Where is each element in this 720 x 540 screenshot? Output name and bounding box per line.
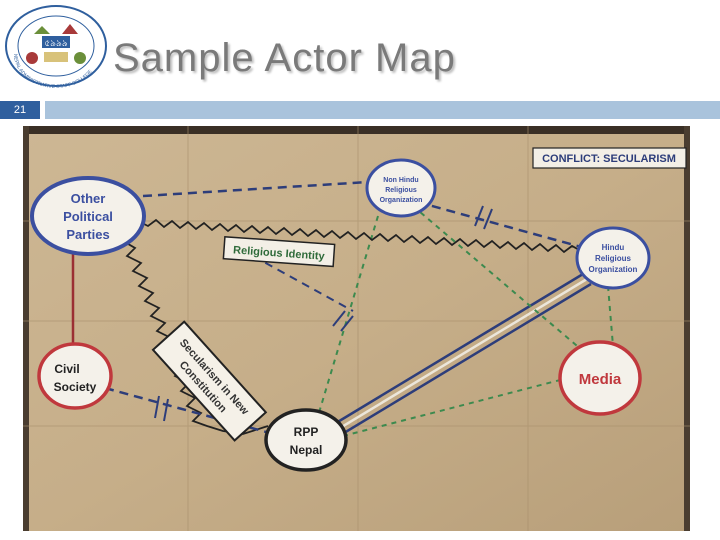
svg-text:Hindu: Hindu: [602, 243, 625, 252]
line-nonhindu-rpp: [317, 215, 379, 417]
node-hindu-religious-organization: Hindu Religious Organization: [575, 226, 651, 290]
conflict-label: CONFLICT: SECULARISM: [532, 147, 687, 169]
svg-text:RPP: RPP: [294, 425, 319, 439]
svg-text:Organization: Organization: [589, 265, 638, 274]
college-logo: NEPAL ADMINISTRATIVE STAFF COLLEGE ৫৯৯৯: [5, 5, 107, 88]
svg-text:Organization: Organization: [380, 197, 423, 204]
svg-text:Political: Political: [63, 209, 113, 224]
actor-map-photo: CONFLICT: SECULARISM Religious Identity …: [23, 126, 690, 531]
svg-text:Nepal: Nepal: [290, 443, 323, 457]
slide-number-box: 21: [0, 101, 40, 119]
svg-text:Non Hindu: Non Hindu: [383, 177, 418, 184]
svg-text:Parties: Parties: [66, 227, 109, 242]
svg-text:Media: Media: [579, 371, 622, 388]
svg-text:Civil: Civil: [54, 362, 79, 376]
conflict-label-text: CONFLICT: SECULARISM: [542, 153, 676, 165]
svg-text:Religious: Religious: [385, 187, 417, 194]
node-non-hindu-religious-organization: Non Hindu Religious Organization: [365, 158, 437, 218]
node-rpp-nepal: RPP Nepal: [264, 408, 348, 472]
svg-text:Other: Other: [71, 191, 106, 206]
religious-identity-label: Religious Identity: [222, 235, 336, 268]
line-parties-hindu-zigzag: [137, 218, 584, 254]
line-parties-nonhindu: [142, 180, 369, 198]
slide-title: Sample Actor Map: [113, 36, 456, 80]
line-hindu-media: [607, 285, 614, 347]
title-underline-bar: [45, 101, 720, 119]
node-media: Media: [558, 340, 642, 416]
slide-number: 21: [13, 104, 27, 116]
logo-center-text: ৫৯৯৯: [44, 39, 68, 49]
line-parties-cross: [252, 255, 354, 312]
line-hindu-rpp-alliance: [330, 272, 592, 438]
line-nonhindu-hindu: [402, 196, 586, 250]
node-civil-society: Civil Society: [37, 342, 113, 410]
node-other-political-parties: Other Political Parties: [30, 176, 146, 256]
line-nonhindu-media: [412, 205, 584, 352]
line-civil-rpp: [104, 386, 282, 438]
line-rpp-media: [342, 377, 569, 437]
svg-text:Society: Society: [54, 380, 97, 394]
svg-text:Religious: Religious: [595, 254, 632, 263]
